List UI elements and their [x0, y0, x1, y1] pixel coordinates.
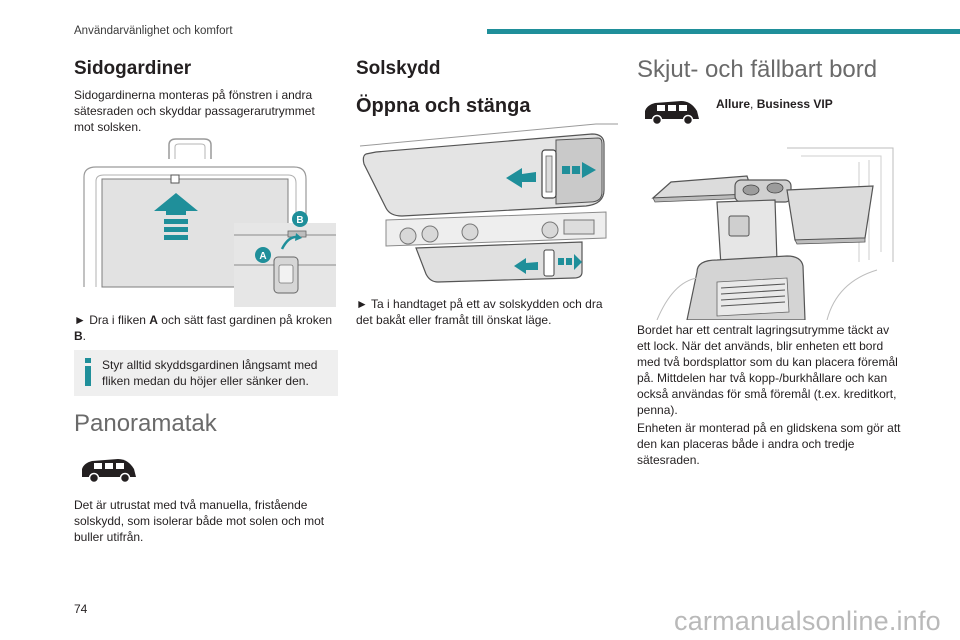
sunshade-figure: [359, 123, 618, 283]
running-header: Användarvänlighet och komfort: [74, 25, 233, 37]
figure-label-a: A: [259, 251, 266, 262]
side-curtain-figure: B A: [83, 138, 336, 307]
sidogardiner-instruction: ► Dra i fliken A och sätt fast gardinen …: [74, 313, 333, 343]
trim-allure: Allure: [716, 97, 751, 111]
trim-levels: Allure, Business VIP: [716, 97, 833, 111]
van-icon: [82, 459, 136, 484]
tab-letter: A: [149, 313, 158, 327]
subsection-title-oppna: Öppna och stänga: [356, 95, 531, 117]
note-text: Styr alltid skyddsgardinen långsamt med …: [102, 358, 318, 388]
page-number: 74: [74, 602, 88, 616]
panoramatak-body: Det är utrustat med två manuella, fristå…: [74, 498, 325, 544]
instruction-arrow: ►: [356, 297, 368, 311]
sidogardiner-intro: Sidogardinerna monteras på fönstren i an…: [74, 87, 315, 134]
section-title-solskydd: Solskydd: [356, 58, 441, 79]
table-figure: [651, 147, 894, 320]
instruction-arrow: ►: [74, 313, 86, 327]
van-icon: [645, 101, 699, 126]
header-accent-bar: [487, 29, 960, 34]
figure-label-b: B: [296, 215, 303, 226]
hook-letter: B: [74, 329, 83, 343]
watermark: carmanualsonline.info: [674, 606, 941, 636]
section-title-sidogardiner: Sidogardiner: [74, 58, 192, 79]
column-left: Sidogardiner Sidogardinerna monteras på …: [74, 56, 338, 135]
info-icon: [85, 358, 91, 386]
bord-body-2: Enheten är monterad på en glidskena som …: [637, 421, 901, 467]
section-title-bord: Skjut- och fällbart bord: [637, 56, 878, 83]
bord-body-1: Bordet har ett centralt lagringsutrymme …: [637, 323, 898, 417]
solskydd-instruction: ► Ta i handtaget på ett av solskydden oc…: [356, 297, 603, 327]
curtain-note: Styr alltid skyddsgardinen långsamt med …: [74, 350, 338, 396]
trim-business-vip: Business VIP: [756, 97, 833, 111]
section-title-panoramatak: Panoramatak: [74, 410, 217, 437]
